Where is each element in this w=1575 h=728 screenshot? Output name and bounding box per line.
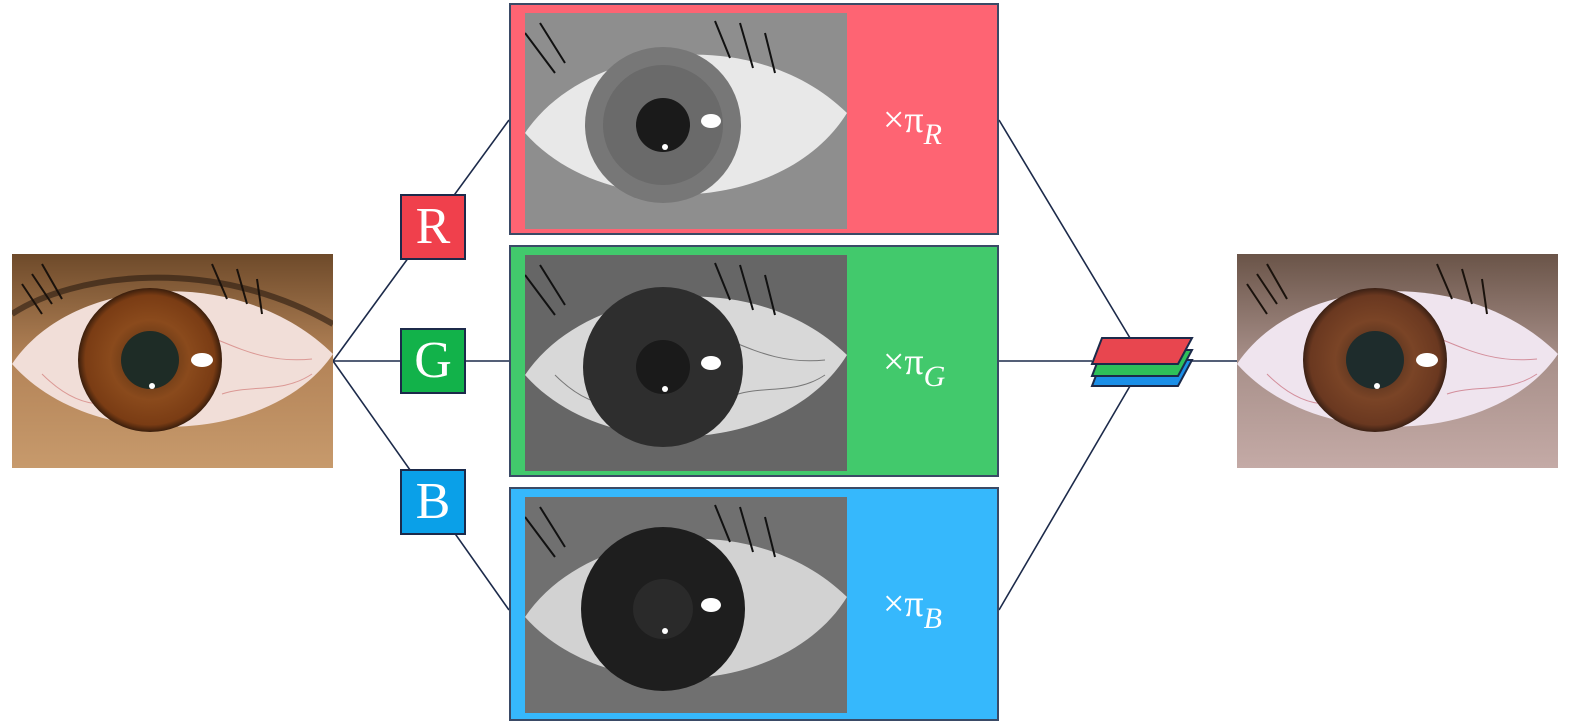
input-eye-image: [12, 254, 333, 468]
weight-pi-g: ×πG: [883, 341, 946, 393]
stacked-layers-icon: [1090, 337, 1194, 387]
weight-pi-r: ×πR: [883, 99, 942, 151]
line-b-to-merge: [998, 385, 1131, 611]
channel-panel-b: ×πB: [509, 487, 999, 721]
channel-label-r: R: [400, 194, 466, 260]
weight-pi-b: ×πB: [883, 583, 942, 635]
channel-label-g: G: [400, 328, 466, 394]
channel-panel-g: ×πG: [509, 245, 999, 477]
channel-panel-r: ×πR: [509, 3, 999, 235]
red-channel-image: [525, 13, 847, 229]
green-channel-image: [525, 255, 847, 471]
blue-channel-image: [525, 497, 847, 713]
output-eye-image: [1237, 254, 1558, 468]
channel-label-b: B: [400, 469, 466, 535]
line-r-to-merge: [998, 119, 1131, 339]
